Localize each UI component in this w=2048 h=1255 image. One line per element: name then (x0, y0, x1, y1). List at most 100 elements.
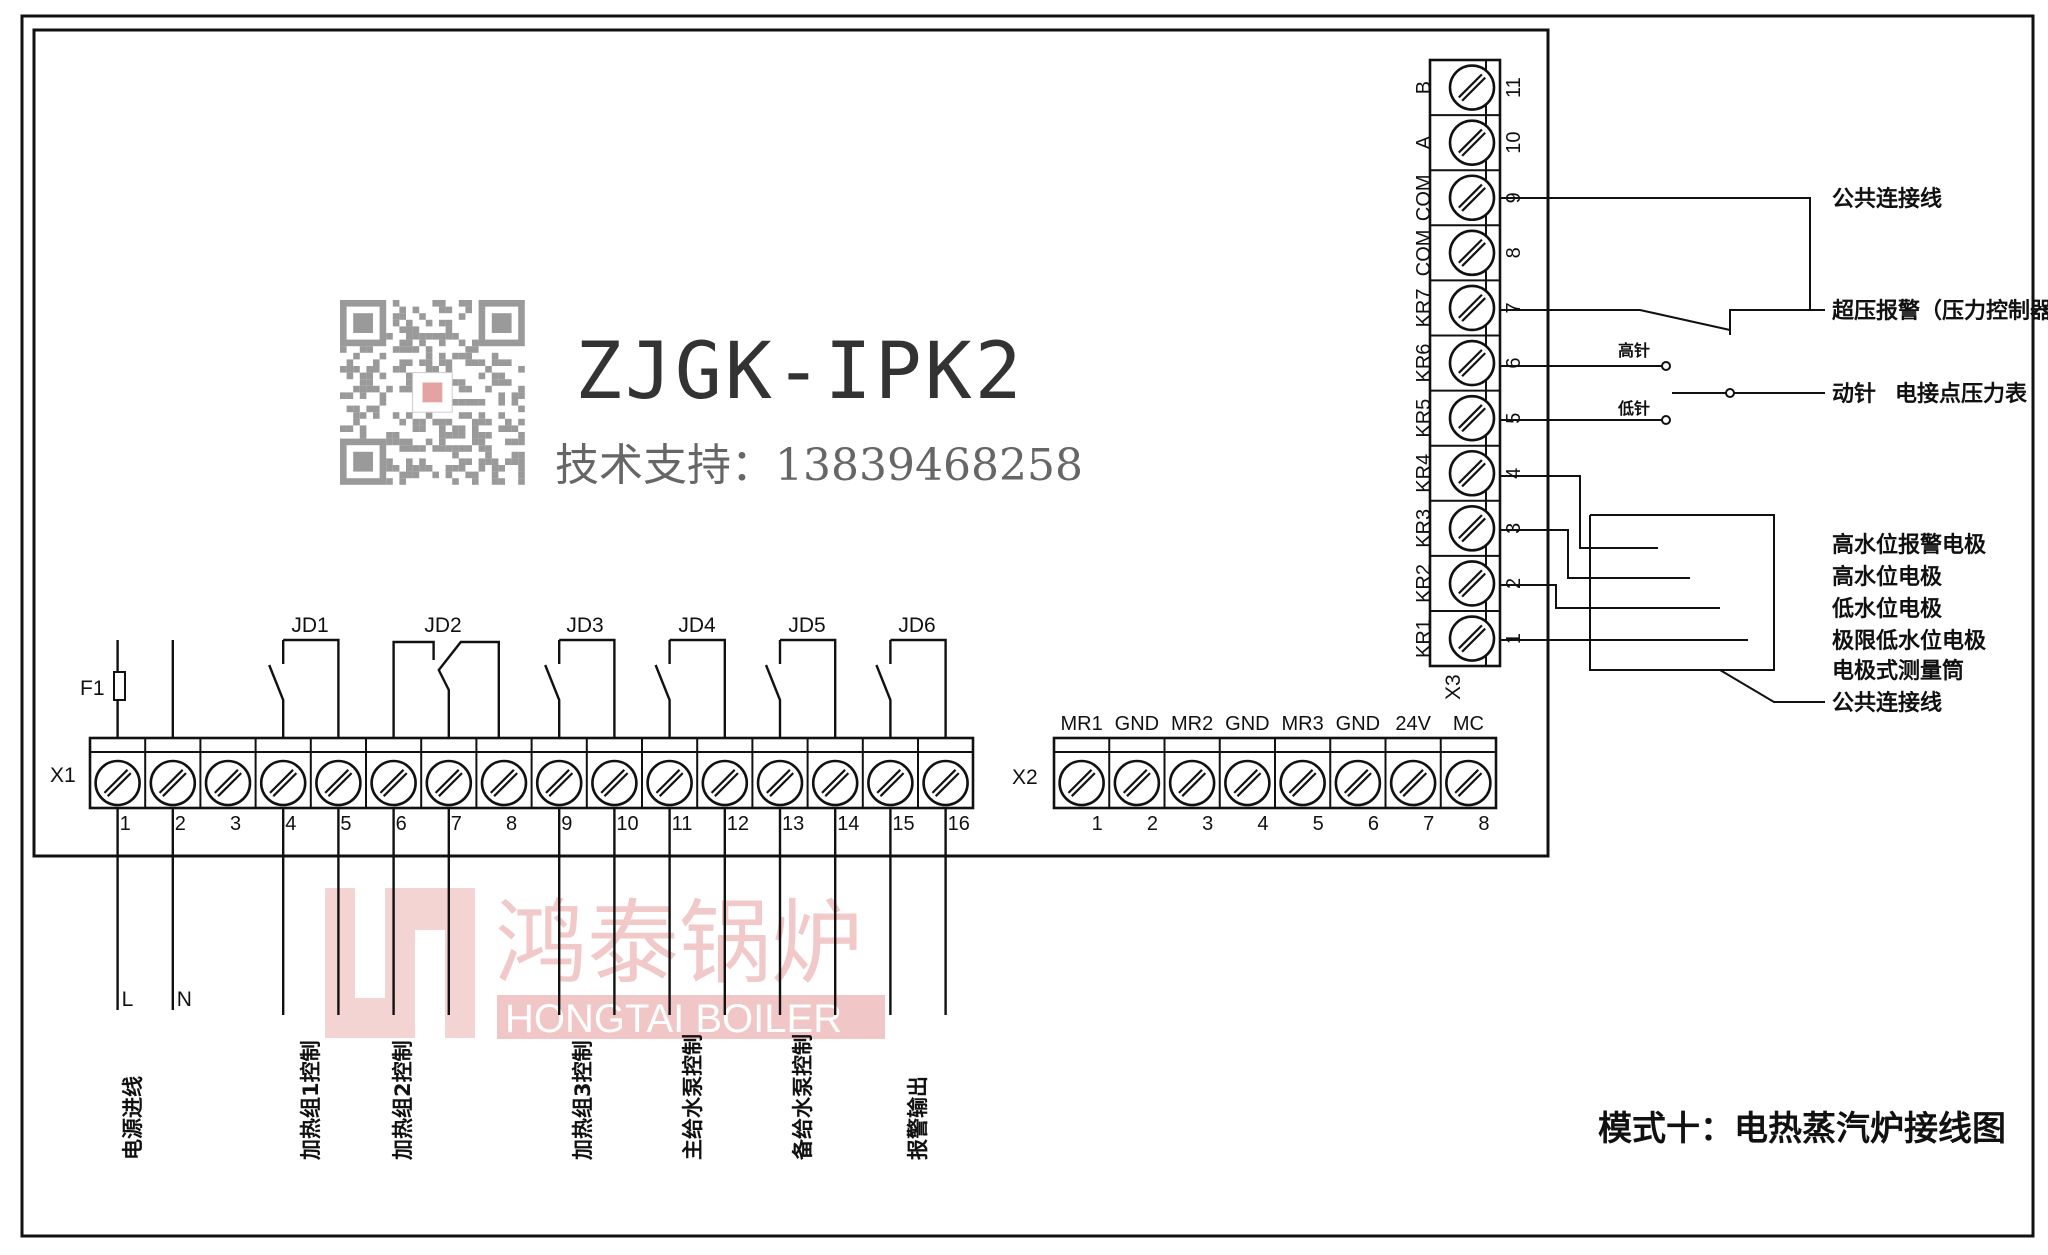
label-low-level-electrode: 低水位电极 (1831, 596, 1943, 622)
relay-2: JD2 (392, 614, 500, 738)
x1-screw (701, 759, 749, 807)
x2-pin-number: 6 (1368, 813, 1379, 835)
x3-screw (1448, 394, 1496, 442)
x3-screw (1448, 119, 1496, 166)
x1-pin-number: 8 (506, 813, 517, 835)
x3-label: X3 (1442, 674, 1465, 700)
x1-pin-number: 7 (451, 813, 462, 835)
relay-label: JD3 (566, 614, 603, 637)
x1-pin-number: 5 (340, 813, 351, 835)
x3-terminal-label: KR6 (1413, 344, 1435, 383)
x3-screw (1448, 339, 1496, 387)
x1-screw (646, 759, 693, 807)
x3-screw (1448, 449, 1496, 497)
label-high-level-electrode: 高水位电极 (1832, 564, 1943, 590)
x3-terminal-label: KR5 (1413, 399, 1435, 438)
x2-pin-number: 4 (1257, 813, 1268, 835)
x3-pin-number: 5 (1503, 413, 1525, 424)
output-caption: 报警输出 (906, 1076, 930, 1160)
line-label-n: N (177, 988, 192, 1011)
x2-screw (1113, 759, 1161, 807)
x3-screw (1448, 505, 1496, 552)
watermark-cn: 鸿泰锅炉 (495, 890, 863, 997)
relay-6: JD6 (875, 614, 947, 738)
x2-pin-number: 7 (1423, 813, 1434, 835)
x3-pin-number: 4 (1503, 468, 1525, 479)
label-moving-needle: 动针 (1832, 381, 1876, 407)
x1-screw (149, 759, 197, 807)
x3-screw (1448, 174, 1496, 222)
x3-terminal-label: KR3 (1413, 509, 1435, 548)
label-high-alarm-electrode: 高水位报警电极 (1832, 532, 1987, 558)
support-text: 技术支持：13839468258 (555, 440, 1083, 491)
x1-pin-number: 3 (230, 813, 241, 835)
x3-terminal-label: KR4 (1413, 454, 1435, 493)
x2-terminal-label: MR2 (1171, 713, 1213, 735)
x1-screw (756, 759, 804, 807)
x3-terminal-label: A (1413, 135, 1435, 149)
relay-label: JD4 (678, 614, 716, 637)
x2-terminal-label: MR1 (1061, 713, 1103, 735)
x2-terminal-label: MC (1453, 713, 1484, 735)
x3-pin-number: 1 (1503, 633, 1525, 644)
x2-pin-number: 8 (1478, 813, 1489, 835)
x3-screw (1448, 284, 1496, 332)
x1-pin-number: 13 (782, 813, 804, 835)
relay-label: JD6 (898, 614, 935, 637)
label-ultra-low-electrode: 极限低水位电极 (1832, 628, 1987, 654)
x1-pin-number: 6 (396, 813, 407, 835)
model-title: ZJGK-IPK2 (575, 327, 1025, 417)
x3-pin-number: 8 (1503, 247, 1525, 258)
x3-screw (1448, 560, 1496, 607)
label-measuring-tube: 电极式测量筒 (1832, 658, 1964, 684)
fuse-label: F1 (80, 677, 105, 700)
relay-label: JD5 (788, 614, 825, 637)
x1-screw (94, 759, 141, 807)
x1-screw (315, 759, 362, 807)
fuse-f1: F1 (80, 671, 126, 701)
x1-pin-number: 11 (672, 813, 693, 835)
x1-label: X1 (50, 764, 76, 787)
x2-screw (1445, 759, 1492, 807)
x1-screw (370, 759, 417, 807)
x2-pin-number: 3 (1202, 813, 1213, 835)
x1-pin-number: 16 (948, 813, 970, 835)
output-caption: 加热组1控制 (299, 1040, 323, 1161)
x2-pin-number: 1 (1092, 813, 1103, 835)
x1-screw (591, 759, 638, 807)
mode-title: 模式十：电热蒸汽炉接线图 (1598, 1109, 2006, 1149)
qr-code (340, 300, 525, 485)
x1-screw (204, 759, 252, 807)
watermark-en: HONGTAI BOILER (505, 997, 842, 1041)
output-caption: 电源进线 (121, 1076, 145, 1160)
x2-pin-number: 5 (1313, 813, 1324, 835)
x2-screw (1334, 759, 1382, 807)
relay-5: JD5 (764, 614, 837, 738)
x3-terminal-label: KR2 (1413, 564, 1435, 603)
x1-screw (811, 759, 859, 807)
outer-frame (20, 14, 2035, 1238)
x1-pin-number: 2 (175, 813, 186, 835)
x1-screw (259, 759, 307, 807)
x3-screw (1448, 615, 1496, 662)
label-common-line-top: 公共连接线 (1832, 186, 1942, 212)
x2-terminal-label: GND (1225, 713, 1269, 735)
x3-pin-number: 3 (1503, 523, 1525, 534)
relay-3: JD3 (544, 614, 616, 738)
relay-label: JD2 (424, 614, 461, 637)
x2-screw (1224, 759, 1271, 807)
x3-terminal-label: KR7 (1413, 288, 1435, 327)
output-caption: 备给水泵控制 (791, 1034, 815, 1161)
x1-pin-number: 9 (561, 813, 572, 835)
x3-right-labels: 公共连接线 超压报警（压力控制器） 高针 低针 动针 电接点压力表 高水位报警电… (1617, 186, 2048, 716)
controller-board (32, 28, 1550, 858)
x3-screw (1448, 64, 1496, 111)
x3-pin-number: 7 (1503, 302, 1525, 313)
x2-screw (1389, 759, 1437, 807)
x2-terminal-label: GND (1336, 713, 1380, 735)
x2-screw (1279, 759, 1326, 807)
relay-4: JD4 (654, 614, 726, 738)
